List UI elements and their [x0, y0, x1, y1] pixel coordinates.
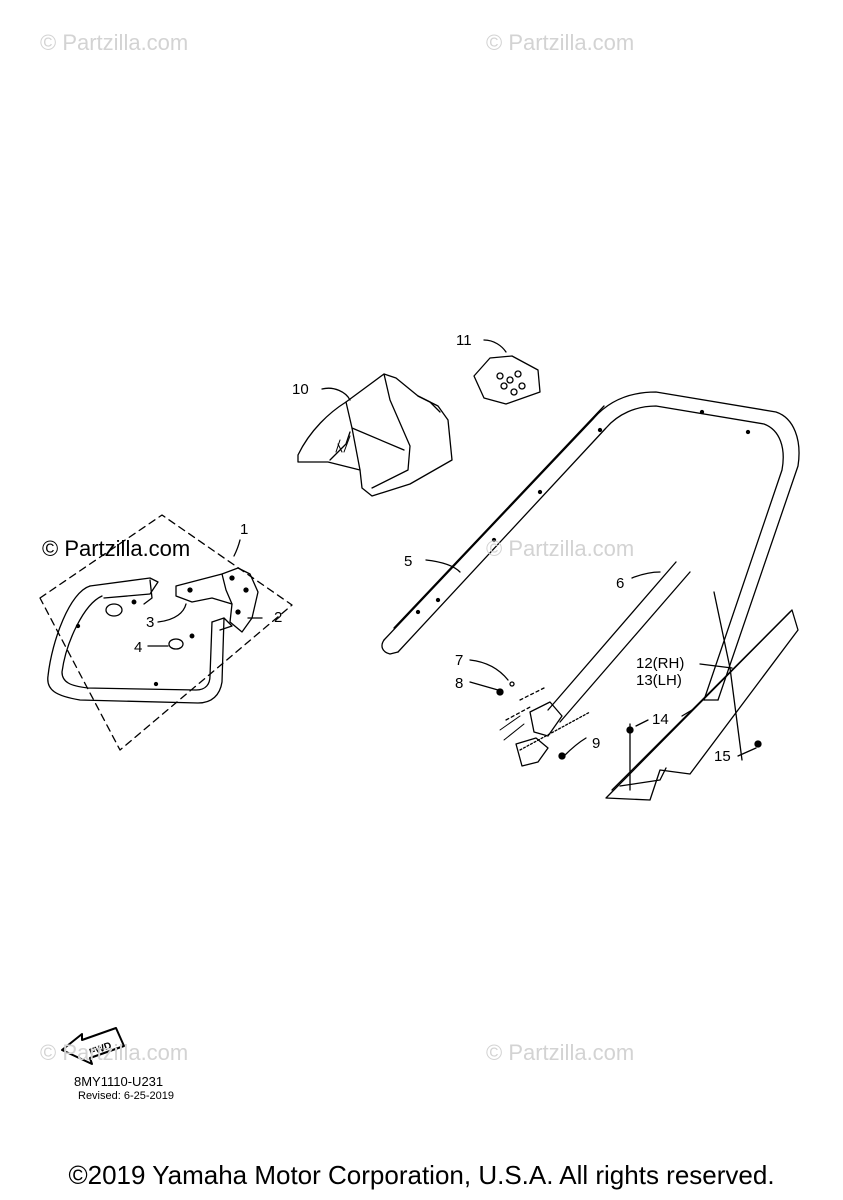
watermark-bottom-right: © Partzilla.com [486, 1040, 635, 1065]
callout-8: 8 [455, 675, 464, 692]
watermark-top-right: © Partzilla.com [486, 30, 635, 55]
side-rail-part [605, 609, 799, 801]
leader-5 [425, 559, 461, 573]
leader-12-line-lower [729, 667, 743, 761]
callout-6: 6 [616, 575, 625, 592]
watermark-bottom-left: © Partzilla.com [40, 1040, 189, 1065]
nut-9 [558, 752, 566, 760]
leader-15 [737, 747, 757, 757]
clip-7 [509, 681, 515, 687]
copyright: ©2019 Yamaha Motor Corporation, U.S.A. A… [68, 1160, 775, 1190]
leader-9 [563, 737, 587, 757]
leader-1 [233, 539, 241, 557]
leader-12 [699, 663, 733, 669]
bolt-8 [496, 688, 504, 696]
watermark-middle-left: © Partzilla.com [42, 536, 191, 561]
callout-4: 4 [134, 639, 143, 656]
leader-14 [635, 719, 649, 727]
callout-3: 3 [146, 614, 155, 631]
fastener-bag-part [473, 355, 541, 405]
leader-7 [469, 659, 509, 681]
leader-12-line [713, 591, 731, 669]
revised-date: Revised: 6-25-2019 [78, 1090, 175, 1102]
callout-9: 9 [592, 735, 601, 752]
callout-12: 12(RH) [636, 655, 685, 672]
rail-part [381, 391, 800, 701]
leader-8 [469, 681, 499, 691]
leader-6 [631, 571, 661, 579]
bumper-part [47, 577, 233, 704]
watermark-middle-right: © Partzilla.com [486, 536, 635, 561]
callout-7: 7 [455, 652, 464, 669]
callout-2: 2 [274, 609, 283, 626]
leader-11 [483, 339, 507, 353]
callout-14: 14 [652, 711, 669, 728]
rail-lower-part [499, 561, 691, 767]
callout-13: 13(LH) [636, 672, 682, 689]
leader-3 [157, 603, 187, 623]
callout-1: 1 [240, 521, 249, 538]
callout-5: 5 [404, 553, 413, 570]
watermark-top-left: © Partzilla.com [40, 30, 189, 55]
bracket-part [175, 567, 259, 633]
fastener-15 [754, 740, 762, 748]
fastener-14 [626, 726, 634, 734]
leader-10 [321, 387, 351, 401]
callout-15: 15 [714, 748, 731, 765]
callout-11: 11 [456, 332, 472, 349]
assembly-dashed-box [39, 514, 293, 751]
diagram-code: 8MY1110-U231 [74, 1074, 164, 1089]
hood-part [297, 373, 453, 497]
callout-10: 10 [292, 381, 309, 398]
